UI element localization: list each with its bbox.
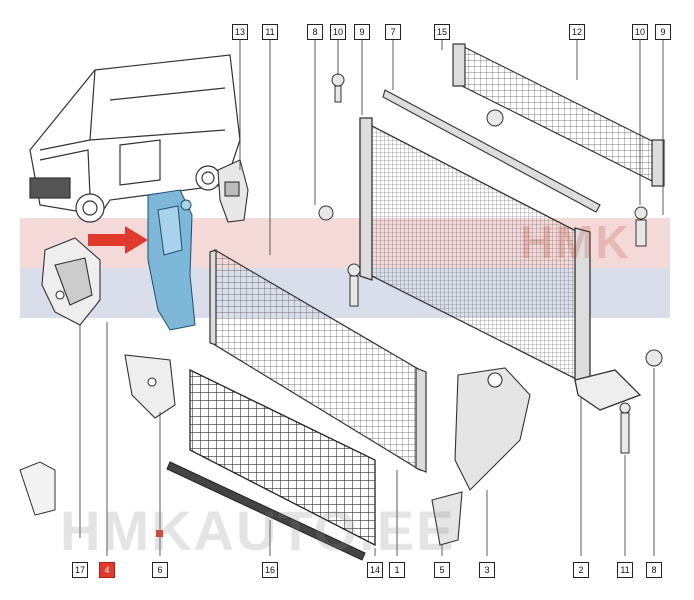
- callout-2: 2: [573, 562, 589, 578]
- callout-13: 13: [232, 24, 248, 40]
- callout-10-b: 10: [632, 24, 648, 40]
- callout-1: 1: [389, 562, 405, 578]
- callout-8-top: 8: [307, 24, 323, 40]
- highlight-arrow: [88, 226, 148, 254]
- callout-9-a: 9: [354, 24, 370, 40]
- leader-lines: [79, 38, 664, 556]
- callout-7: 7: [385, 24, 401, 40]
- part-12-intercooler: [452, 43, 665, 187]
- part-16-seal: [166, 461, 366, 561]
- callout-9-b: 9: [655, 24, 671, 40]
- callout-11-top: 11: [262, 24, 278, 40]
- part-1-condenser: [209, 248, 427, 473]
- callout-15: 15: [434, 24, 450, 40]
- part-6-bracket: [124, 354, 176, 419]
- fasteners: [19, 73, 663, 516]
- callout-17: 17: [72, 562, 88, 578]
- callout-12: 12: [569, 24, 585, 40]
- marker-square: [156, 530, 163, 537]
- part-3-deflector: [454, 367, 531, 491]
- callout-16: 16: [262, 562, 278, 578]
- part-5-clip: [431, 491, 463, 546]
- callout-4-highlighted: 4: [99, 562, 115, 578]
- callout-14: 14: [367, 562, 383, 578]
- part-4-air-deflector: [147, 189, 196, 331]
- callout-8-bottom: 8: [646, 562, 662, 578]
- callout-11-bottom: 11: [617, 562, 633, 578]
- van-illustration: [29, 54, 241, 223]
- callout-6: 6: [152, 562, 168, 578]
- part-7-seal-strip: [382, 89, 601, 213]
- part-2-radiator: [359, 117, 642, 411]
- callout-10-a: 10: [330, 24, 346, 40]
- part-14-shroud: [189, 368, 376, 547]
- callout-5: 5: [434, 562, 450, 578]
- callout-3: 3: [479, 562, 495, 578]
- part-13-bracket: [217, 159, 249, 223]
- part-17-bracket: [41, 237, 101, 326]
